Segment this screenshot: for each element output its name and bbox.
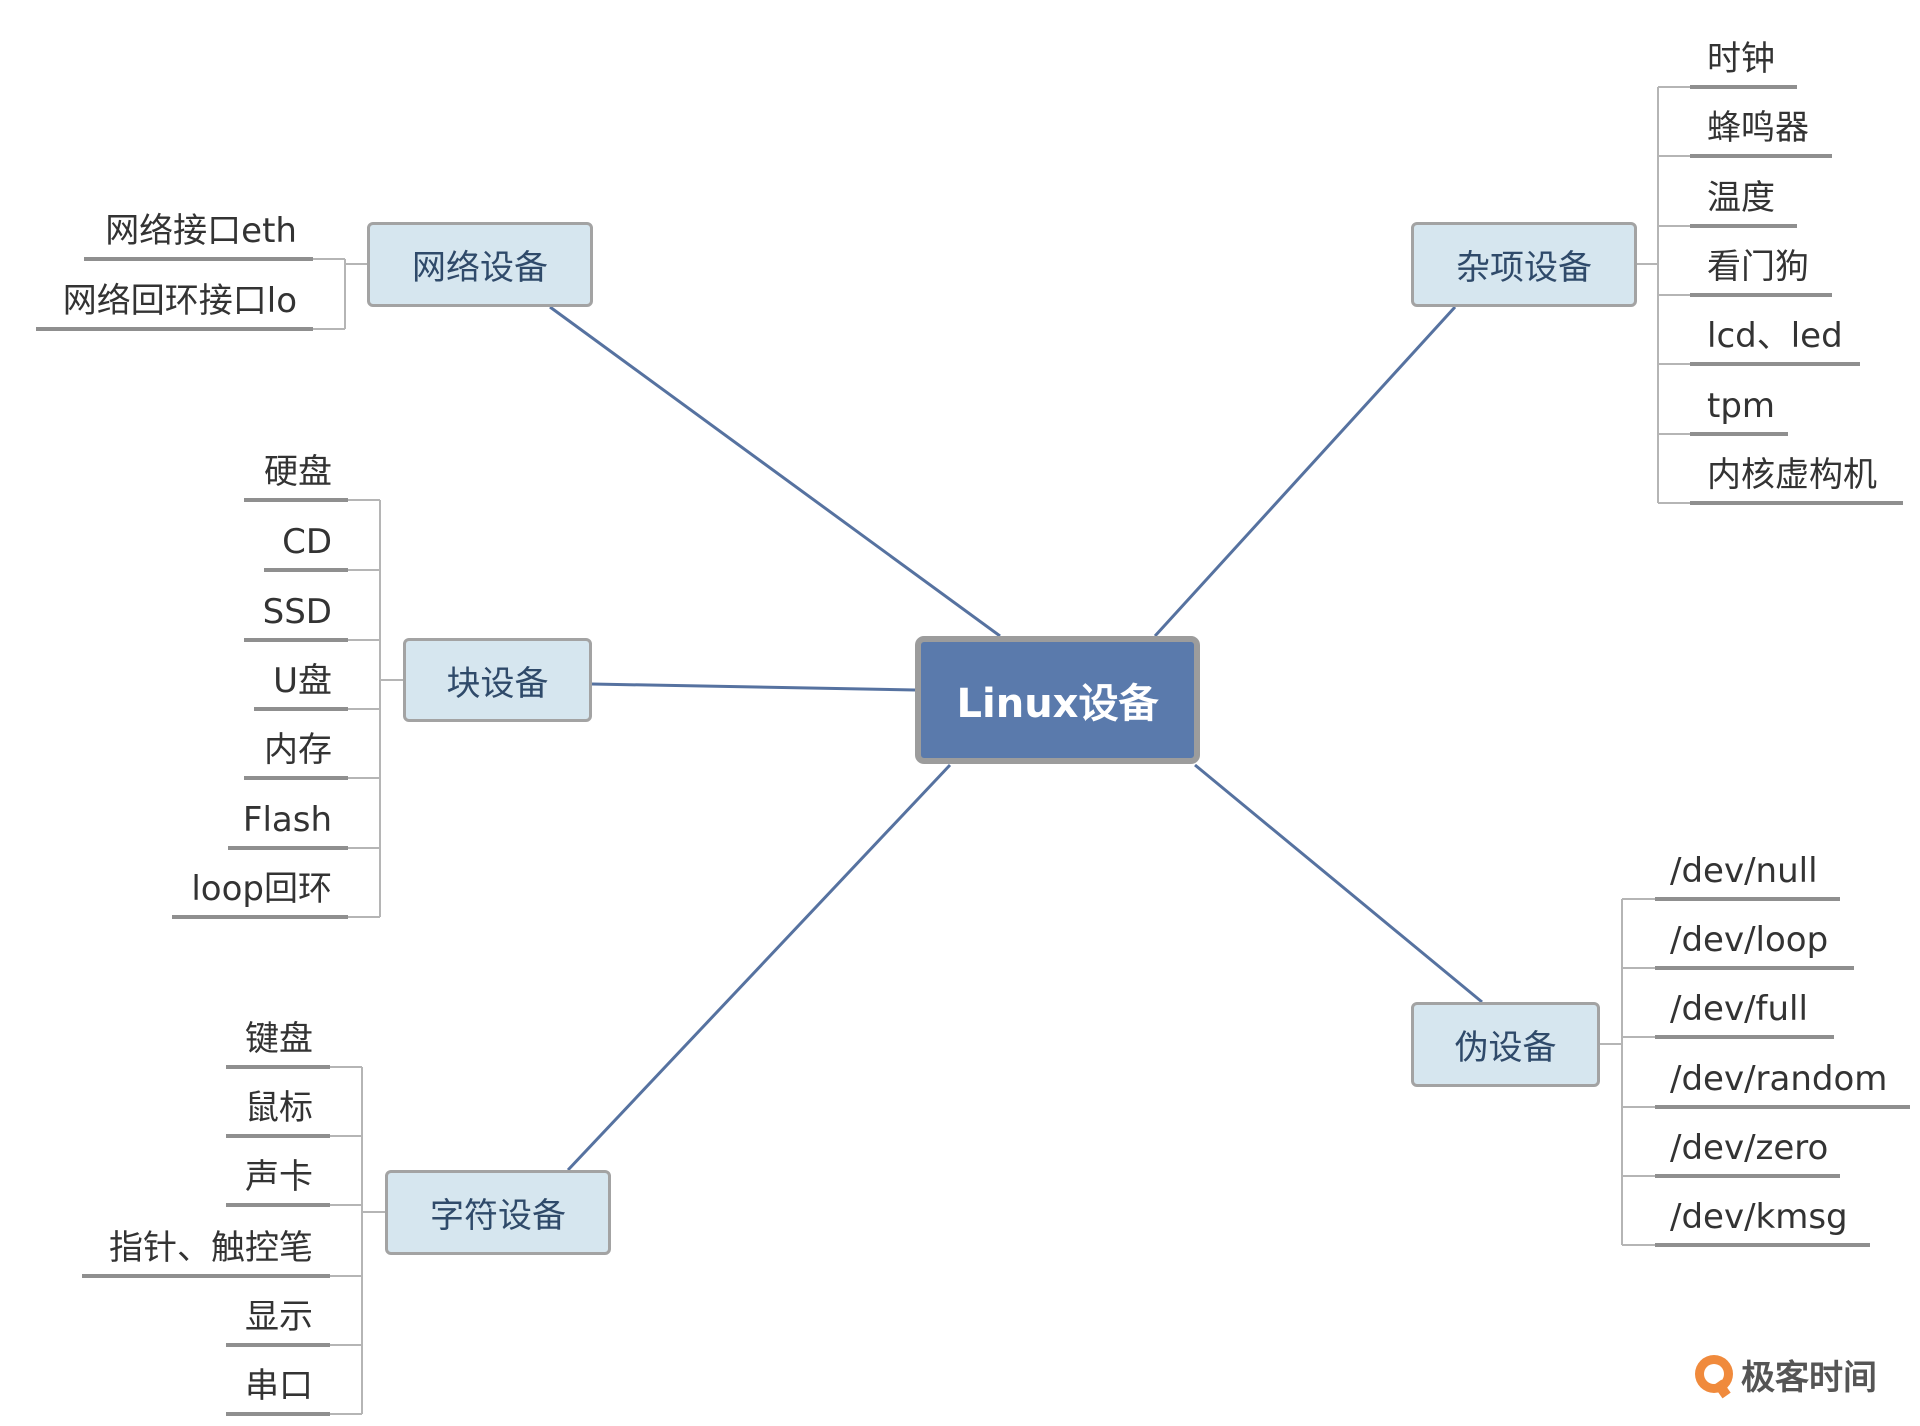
pseudo-leaf-item[interactable]: /dev/zero xyxy=(1670,1128,1829,1168)
root-node[interactable]: Linux设备 xyxy=(915,636,1200,764)
block-leaf-item[interactable]: CD xyxy=(282,522,332,562)
misc-leaf-item[interactable]: 时钟 xyxy=(1707,39,1775,79)
pseudo-leaf-item[interactable]: /dev/kmsg xyxy=(1670,1197,1848,1237)
node-block-devices[interactable]: 块设备 xyxy=(403,638,592,722)
node-misc-devices[interactable]: 杂项设备 xyxy=(1411,222,1637,307)
link-pseudo xyxy=(1194,763,1483,1004)
link-network xyxy=(549,305,1001,638)
geektime-logo: 极客时间 xyxy=(1695,1346,1877,1402)
pseudo-leaf-item[interactable]: /dev/null xyxy=(1670,851,1818,891)
link-char xyxy=(566,763,952,1172)
pseudo-leaf-item[interactable]: /dev/random xyxy=(1670,1059,1888,1099)
block-leaf-item[interactable]: loop回环 xyxy=(191,869,332,909)
network-leaf-item[interactable]: 网络回环接口lo xyxy=(62,281,297,321)
char-leaf-item[interactable]: 键盘 xyxy=(245,1019,313,1059)
misc-leaf-item[interactable]: 蜂鸣器 xyxy=(1707,108,1809,148)
misc-leaf-item[interactable]: tpm xyxy=(1707,386,1776,426)
char-leaf-item[interactable]: 声卡 xyxy=(245,1157,313,1197)
block-leaf-item[interactable]: 硬盘 xyxy=(264,452,332,492)
misc-leaf-item[interactable]: 内核虚构机 xyxy=(1707,455,1877,495)
network-leaf-item[interactable]: 网络接口eth xyxy=(105,211,297,251)
node-pseudo-devices[interactable]: 伪设备 xyxy=(1411,1002,1600,1087)
pseudo-leaf-item[interactable]: /dev/loop xyxy=(1670,920,1829,960)
geektime-logo-icon xyxy=(1695,1355,1733,1393)
node-network-devices[interactable]: 网络设备 xyxy=(367,222,593,307)
char-leaf-item[interactable]: 指针、触控笔 xyxy=(109,1228,313,1268)
link-block xyxy=(591,682,916,692)
char-leaf-item[interactable]: 鼠标 xyxy=(245,1088,313,1128)
char-leaf-item[interactable]: 串口 xyxy=(245,1366,313,1406)
link-misc xyxy=(1153,305,1457,638)
misc-leaf-item[interactable]: lcd、led xyxy=(1707,316,1843,356)
pseudo-leaf-item[interactable]: /dev/full xyxy=(1670,989,1808,1029)
misc-leaf-item[interactable]: 温度 xyxy=(1707,178,1775,218)
block-leaf-item[interactable]: SSD xyxy=(262,592,332,632)
block-leaf-item[interactable]: U盘 xyxy=(273,661,332,701)
node-char-devices[interactable]: 字符设备 xyxy=(385,1170,611,1255)
logo-text: 极客时间 xyxy=(1741,1357,1877,1398)
block-leaf-item[interactable]: 内存 xyxy=(264,730,332,770)
char-leaf-item[interactable]: 显示 xyxy=(245,1297,313,1337)
misc-leaf-item[interactable]: 看门狗 xyxy=(1707,247,1809,287)
block-leaf-item[interactable]: Flash xyxy=(242,800,332,840)
